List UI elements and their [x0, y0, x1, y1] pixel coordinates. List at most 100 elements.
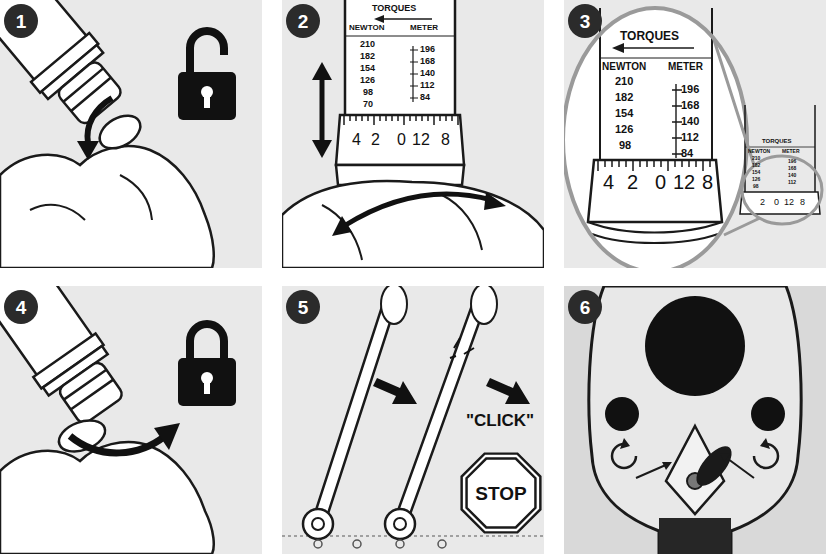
turn-arrow: [70, 436, 165, 453]
scale-label: 182: [360, 52, 375, 61]
direction-panel: [564, 286, 826, 554]
arrow-head: [620, 438, 630, 449]
arrow-head: [332, 216, 352, 236]
scale-label: TORQUES: [762, 138, 792, 144]
nut: [353, 540, 361, 548]
scale-label: METER: [782, 149, 800, 154]
lock-knob: [57, 360, 125, 426]
push-arrow: [373, 378, 417, 404]
drive-hole: [645, 296, 745, 396]
scale-label: 12: [784, 198, 794, 207]
hand: [381, 286, 407, 324]
click-marks: [450, 338, 474, 358]
step-badge: 6: [568, 290, 602, 324]
scale-label: 4: [603, 172, 614, 192]
wrench-handle: [0, 0, 133, 134]
scale-label: METER: [668, 62, 703, 72]
small-barrel: [745, 105, 815, 192]
side-hole: [605, 397, 639, 431]
scale-label: 98: [753, 184, 759, 189]
scale-label: 154: [360, 64, 375, 73]
scale-label: 0: [774, 198, 779, 207]
unlock-panel: [0, 0, 262, 268]
hand: [0, 442, 214, 554]
scale-label: 0: [397, 132, 406, 148]
step-badge: 3: [568, 4, 602, 38]
panel-content: [564, 286, 826, 554]
arrow-head: [77, 141, 99, 160]
hand: [0, 146, 214, 268]
drive-square: [394, 518, 406, 530]
panel-content: [0, 286, 262, 554]
panel-background: [282, 286, 544, 554]
scale-label: 98: [619, 140, 631, 151]
scale-label: NEWTON: [349, 24, 384, 32]
arrow-head: [662, 462, 672, 470]
arrow-head: [312, 62, 332, 80]
nut: [438, 540, 446, 548]
handle-barrel: [345, 0, 455, 117]
turn-arrow: [87, 98, 112, 143]
scale-label: 8: [441, 132, 450, 148]
scale-label: 210: [615, 76, 633, 87]
scale-label: NEWTON: [748, 149, 770, 154]
step-number: 1: [16, 12, 27, 31]
scale-label: 4: [352, 132, 361, 148]
scale-label: 0: [655, 172, 666, 192]
magnifier-outline: [564, 8, 747, 268]
dial-ticks: [344, 115, 458, 125]
step-number: 4: [16, 298, 27, 317]
stop-sign: STOP: [460, 452, 542, 534]
ratchet-head: [303, 509, 333, 539]
wrench-handle: [0, 286, 135, 433]
step-number: 5: [298, 298, 309, 317]
arrow-head: [720, 453, 730, 462]
lock-panel: [0, 204, 262, 554]
scale-label: 84: [420, 93, 430, 102]
scale-label: 112: [420, 81, 435, 90]
scale-label: 84: [681, 148, 693, 159]
direction-arrow: [622, 47, 694, 49]
zoom-lines: [714, 40, 760, 235]
step-badge: 2: [286, 4, 320, 38]
tighten-panel: [282, 284, 544, 554]
hand: [282, 181, 544, 268]
step-badge: 1: [4, 4, 38, 38]
step-number: 3: [580, 12, 591, 31]
nut: [314, 540, 322, 548]
handle-barrel: [600, 8, 712, 160]
scale-label: 210: [752, 156, 760, 161]
scale-label: 98: [363, 88, 373, 97]
scale-label: TORQUES: [372, 4, 416, 13]
scale-label: 12: [412, 132, 430, 148]
arrow-head: [760, 438, 770, 449]
scale-label: 154: [752, 170, 760, 175]
ratchet-head: [385, 509, 415, 539]
push-arrow: [486, 378, 530, 404]
scale-label: 168: [420, 57, 435, 66]
octagon-border: [462, 454, 541, 533]
scale-label: 196: [681, 84, 699, 95]
arrow-head: [312, 140, 332, 158]
scale-label: 70: [363, 100, 373, 109]
scale-label: METER: [410, 24, 438, 32]
padlock-body: [178, 358, 236, 406]
scale-label: 126: [615, 124, 633, 135]
scale-label: NEWTON: [602, 62, 646, 72]
scale-ticks: [410, 46, 418, 102]
scale-divider: [745, 147, 815, 148]
finger-lines: [30, 175, 152, 220]
sound-label: "CLICK": [466, 412, 534, 429]
thumb: [94, 109, 146, 155]
scale-label: 210: [360, 40, 375, 49]
nut: [396, 540, 404, 548]
arrow-head: [374, 15, 384, 23]
step-number: 2: [298, 12, 309, 31]
step-badge: 4: [4, 290, 38, 324]
sign-text: STOP: [475, 484, 526, 503]
wrench-bar: [320, 296, 392, 518]
